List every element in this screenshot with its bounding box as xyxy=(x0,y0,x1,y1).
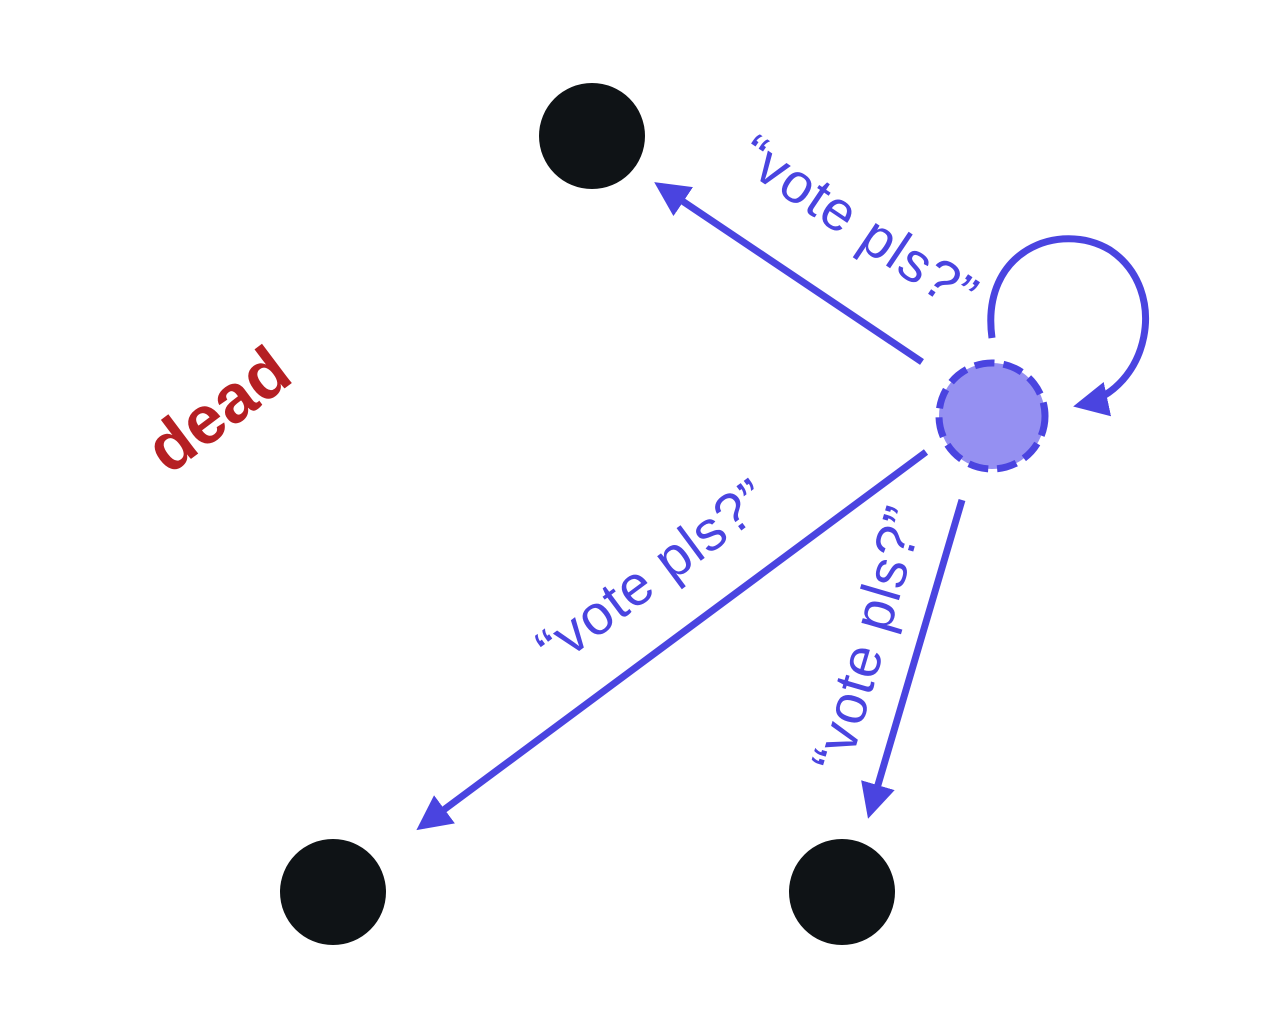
node-bottom-left xyxy=(280,839,386,945)
nodes xyxy=(280,83,1049,945)
edge-labels: “vote pls?” “vote pls?” “vote pls?” xyxy=(524,122,989,778)
node-candidate xyxy=(935,359,1049,473)
edge-label-bottom-left: “vote pls?” xyxy=(524,466,780,679)
edge-label-bottom-right: “vote pls?” xyxy=(799,499,936,778)
edge-candidate-self-loop xyxy=(987,235,1149,417)
edge-candidate-to-bottom-right xyxy=(861,499,966,819)
node-top xyxy=(539,83,645,189)
node-bottom-right xyxy=(789,839,895,945)
dead-label: dead xyxy=(132,332,304,488)
edges xyxy=(416,182,1149,831)
edge-candidate-to-top xyxy=(654,182,924,365)
edge-candidate-to-bottom-left xyxy=(416,449,929,831)
edge-label-top: “vote pls?” xyxy=(728,122,989,326)
